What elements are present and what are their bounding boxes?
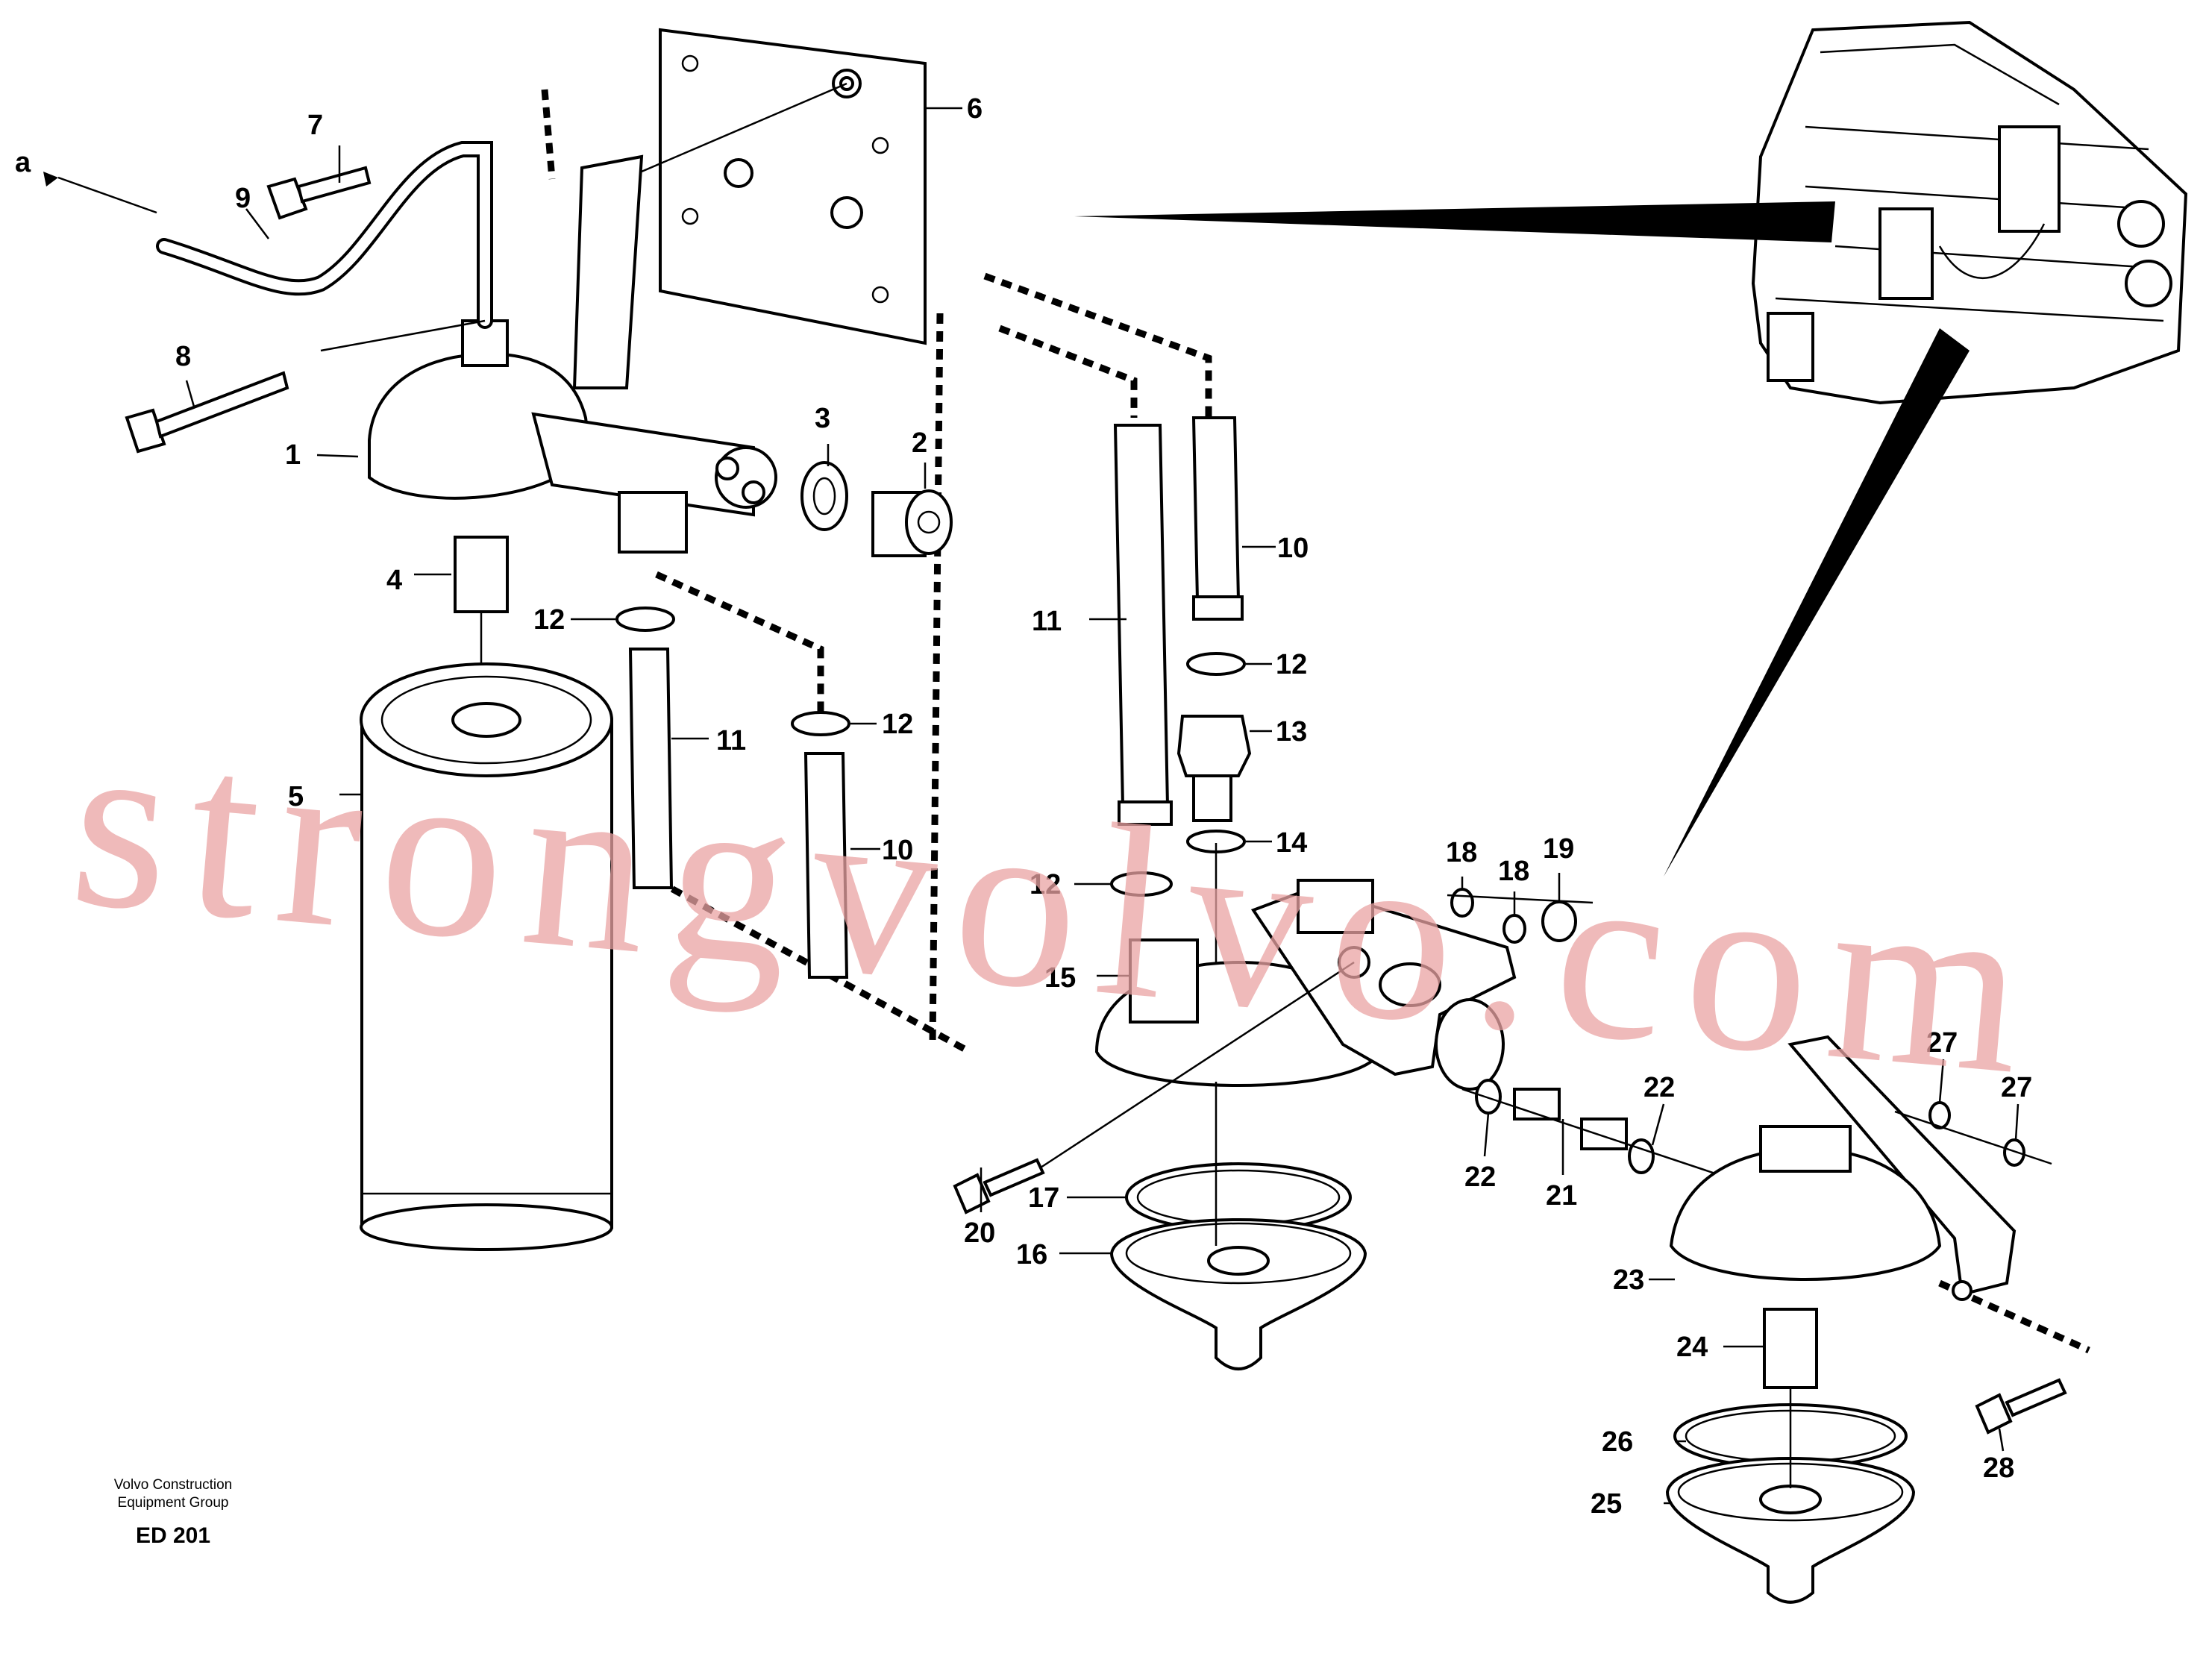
label-4: 4 bbox=[386, 565, 402, 596]
label-22a: 22 bbox=[1464, 1162, 1496, 1193]
footer-company-line2: Equipment Group bbox=[118, 1495, 229, 1511]
label-a: a bbox=[15, 147, 31, 178]
label-3: 3 bbox=[815, 403, 830, 434]
footer-figure-code: ED 201 bbox=[136, 1523, 210, 1548]
label-18b: 18 bbox=[1498, 856, 1529, 887]
label-17: 17 bbox=[1028, 1182, 1059, 1214]
mounting-plate bbox=[641, 28, 927, 345]
filter-head-left bbox=[368, 154, 777, 554]
label-15: 15 bbox=[1044, 962, 1076, 994]
leader-lines bbox=[57, 107, 2019, 1505]
label-11b: 11 bbox=[1032, 606, 1062, 637]
bolt-8 bbox=[125, 371, 289, 454]
part-labels: a 1 2 3 4 5 6 7 8 9 10 10 11 11 12 12 12… bbox=[15, 93, 2032, 1520]
pipe bbox=[156, 141, 493, 329]
label-13: 13 bbox=[1276, 716, 1307, 747]
engine-inset bbox=[1751, 20, 2188, 405]
label-12d: 12 bbox=[1030, 869, 1061, 900]
label-11a: 11 bbox=[716, 725, 746, 756]
plug bbox=[871, 489, 953, 557]
label-6: 6 bbox=[967, 93, 983, 125]
label-12c: 12 bbox=[1276, 649, 1307, 680]
label-19: 19 bbox=[1543, 833, 1574, 865]
filter-cartridge bbox=[360, 662, 613, 1251]
label-12b: 12 bbox=[882, 709, 913, 740]
seal-washer bbox=[800, 461, 848, 531]
arrow-a bbox=[43, 172, 58, 187]
label-24: 24 bbox=[1676, 1332, 1708, 1363]
label-12a: 12 bbox=[533, 604, 565, 636]
inset-pointer-lower bbox=[1664, 328, 1970, 877]
label-16: 16 bbox=[1016, 1239, 1047, 1270]
label-27b: 27 bbox=[2001, 1072, 2032, 1103]
label-2: 2 bbox=[912, 427, 927, 459]
nipple-24 bbox=[1763, 1308, 1818, 1389]
label-9: 9 bbox=[235, 183, 251, 214]
connector-21 bbox=[1461, 1079, 1732, 1180]
filter-head-right bbox=[1665, 1035, 2017, 1604]
label-20: 20 bbox=[964, 1217, 995, 1249]
label-7: 7 bbox=[307, 110, 323, 141]
o-ring-27b bbox=[2003, 1138, 2025, 1167]
hoses-left bbox=[615, 607, 850, 979]
bolt-28 bbox=[1975, 1378, 2067, 1435]
label-5: 5 bbox=[288, 781, 304, 812]
label-28: 28 bbox=[1983, 1452, 2014, 1484]
label-23: 23 bbox=[1613, 1264, 1644, 1296]
label-1: 1 bbox=[285, 439, 301, 471]
label-10a: 10 bbox=[882, 835, 913, 866]
label-25: 25 bbox=[1591, 1488, 1622, 1520]
label-27a: 27 bbox=[1926, 1027, 1958, 1059]
label-14: 14 bbox=[1276, 827, 1307, 859]
label-18a: 18 bbox=[1446, 837, 1477, 868]
label-22b: 22 bbox=[1643, 1072, 1675, 1103]
hoses-center bbox=[1110, 416, 1252, 897]
label-26: 26 bbox=[1602, 1426, 1633, 1458]
label-8: 8 bbox=[175, 341, 191, 372]
label-21: 21 bbox=[1546, 1180, 1577, 1212]
inset-pointer-upper bbox=[1074, 201, 1835, 242]
footer-company-line1: Volvo Construction bbox=[114, 1477, 232, 1493]
filter-head-center bbox=[1094, 843, 1517, 1370]
bolt-7 bbox=[266, 166, 372, 220]
footer: Volvo Construction Equipment Group ED 20… bbox=[114, 1477, 232, 1548]
nipple bbox=[454, 536, 509, 613]
label-10b: 10 bbox=[1277, 533, 1309, 564]
